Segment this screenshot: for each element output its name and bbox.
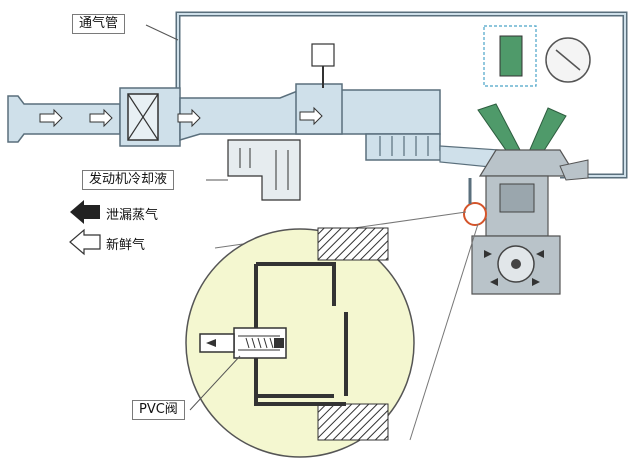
coolant-passage (227, 139, 301, 201)
pcv-valve-zoom (199, 327, 287, 359)
sensor-dashed-box (483, 25, 537, 87)
zoom-hatched-wall-bottom (317, 403, 389, 441)
legend-fresh-air-text: 新鲜气 (106, 238, 146, 253)
intake-valve (477, 103, 521, 157)
engine-coolant-label: 发动机冷却液 (82, 170, 175, 190)
fresh-air-arrows (39, 106, 323, 128)
throttle-actuator (311, 43, 335, 67)
hollow-arrow-icon (69, 228, 101, 256)
pcv-location-marker (463, 202, 487, 226)
throttle-body (295, 83, 343, 135)
pcv-valve-label: PVC阀 (132, 400, 185, 420)
zoom-channel-walls (254, 262, 348, 406)
legend-blowby-text: 泄漏蒸气 (106, 208, 159, 223)
blowby-arrows (484, 250, 544, 286)
solid-dark-arrow-icon (70, 200, 100, 224)
exhaust-port (559, 159, 589, 181)
sensor-module (499, 35, 523, 77)
zoom-hatched-wall-top (317, 227, 389, 261)
piston (499, 183, 535, 213)
zoom-detail-circle (185, 228, 415, 458)
vent-pipe-label: 通气管 (72, 14, 126, 34)
cylinder-head (478, 149, 578, 177)
